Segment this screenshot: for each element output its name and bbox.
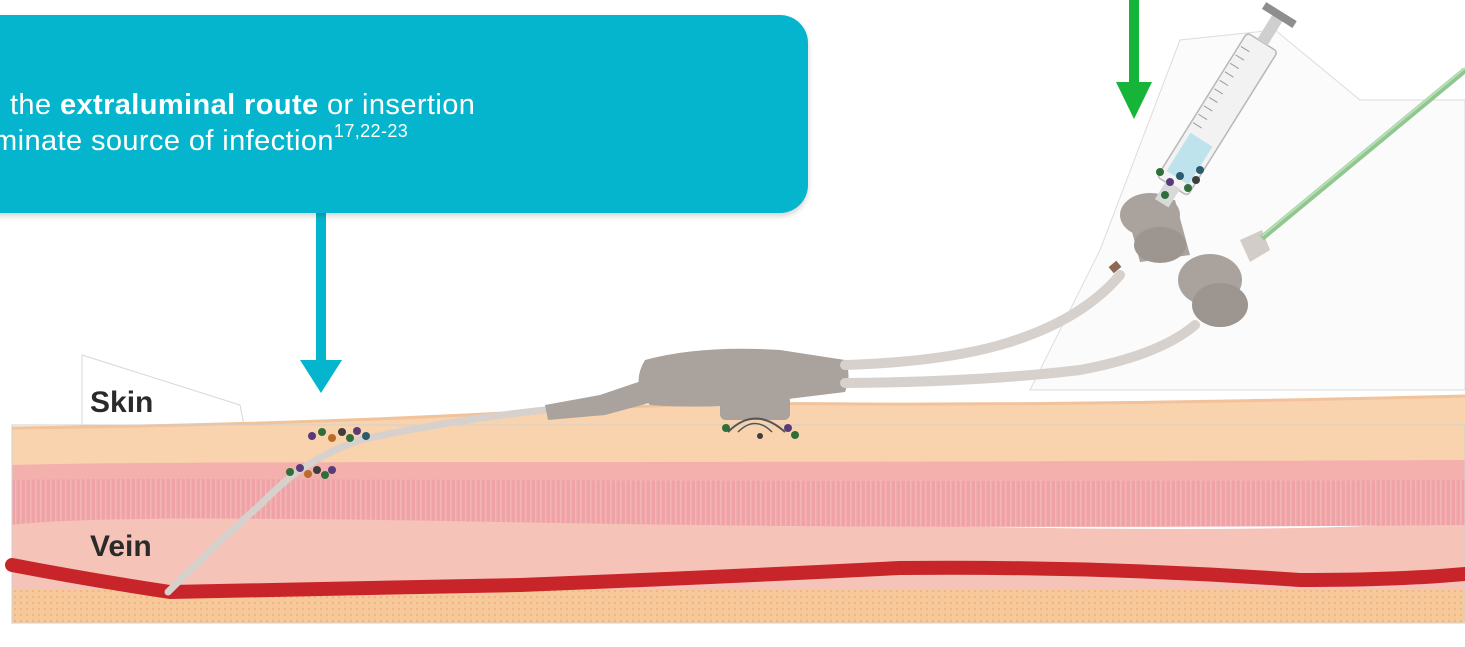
callout-line2-text: dominate source of infection xyxy=(0,125,334,157)
callout-bold-term: extraluminal route xyxy=(60,89,319,121)
extraluminal-arrow xyxy=(300,212,342,393)
callout-line1-suffix: or insertion xyxy=(319,89,476,121)
vein-label: Vein xyxy=(90,530,152,564)
callout-text: on, the extraluminal route or insertion … xyxy=(0,87,750,159)
info-callout-box: on, the extraluminal route or insertion … xyxy=(0,15,808,213)
callout-line-1: on, the extraluminal route or insertion xyxy=(0,87,750,123)
hub-base xyxy=(720,395,790,420)
callout-line1-prefix: on, the xyxy=(0,89,60,121)
callout-citation: 17,22-23 xyxy=(334,121,408,141)
skin-label: Skin xyxy=(90,386,153,420)
callout-line-2: dominate source of infection17,22-23 xyxy=(0,123,750,159)
